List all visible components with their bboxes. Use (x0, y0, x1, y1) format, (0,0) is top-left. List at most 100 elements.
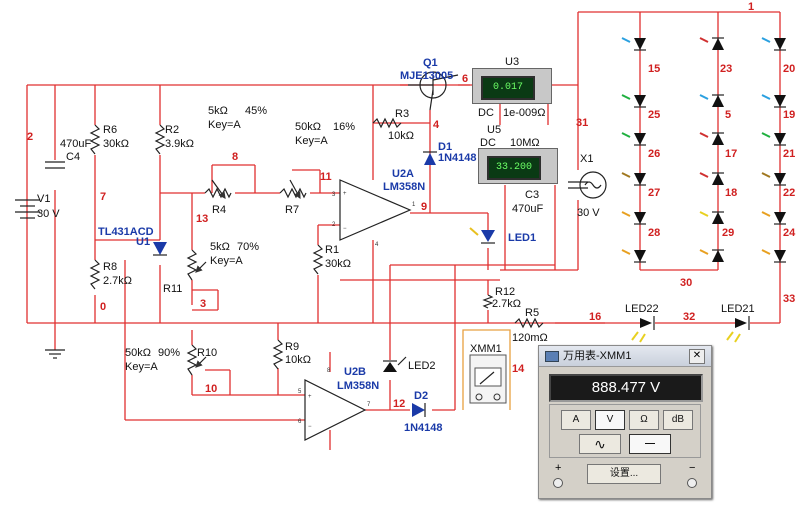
potentiometer-r10 (186, 344, 198, 376)
svg-text:18: 18 (725, 187, 737, 199)
svg-text:0: 0 (100, 301, 106, 313)
svg-text:U3: U3 (505, 56, 519, 68)
svg-text:50kΩ: 50kΩ (125, 347, 151, 359)
svg-text:120mΩ: 120mΩ (512, 332, 548, 344)
svg-text:D2: D2 (414, 390, 428, 402)
svg-text:30 V: 30 V (37, 208, 60, 220)
led-led1[interactable] (469, 227, 495, 244)
mode-button-ohm[interactable]: Ω (629, 410, 659, 430)
diode-d1[interactable] (423, 151, 437, 165)
svg-text:16: 16 (589, 311, 601, 323)
svg-text:6: 6 (462, 73, 468, 85)
svg-text:R8: R8 (103, 261, 117, 273)
mode-button-a[interactable]: A (561, 410, 591, 430)
svg-text:MJE13005: MJE13005 (400, 70, 453, 82)
svg-text:LM358N: LM358N (337, 380, 379, 392)
window-title-bar[interactable]: 万用表-XMM1 (539, 346, 711, 367)
led-column-left (621, 37, 646, 263)
svg-text:TL431ACD: TL431ACD (98, 226, 154, 238)
svg-text:R3: R3 (395, 108, 409, 120)
svg-text:DC: DC (478, 107, 494, 119)
svg-text:LED2: LED2 (408, 360, 436, 372)
svg-text:LM358N: LM358N (383, 181, 425, 193)
svg-text:R12: R12 (495, 286, 515, 298)
dc-mode-button[interactable]: — (629, 434, 671, 454)
led-array (621, 37, 786, 263)
svg-text:70%: 70% (237, 241, 259, 253)
multimeter-window[interactable]: 万用表-XMM1 ✕ 888.477 V A V Ω dB ∿ — 设置... … (538, 345, 712, 499)
svg-text:29: 29 (722, 227, 734, 239)
svg-text:Q1: Q1 (423, 57, 438, 69)
battery-v1[interactable] (15, 199, 40, 219)
settings-button[interactable]: 设置... (587, 464, 661, 484)
lamp-x1[interactable] (579, 171, 607, 199)
svg-text:13: 13 (196, 213, 208, 225)
svg-text:15: 15 (648, 63, 660, 75)
resistor-r12 (482, 294, 494, 309)
resistor-r6 (89, 124, 101, 155)
svg-text:R6: R6 (103, 124, 117, 136)
svg-text:2.7kΩ: 2.7kΩ (492, 298, 521, 310)
svg-text:LED1: LED1 (508, 232, 536, 244)
meter-u5[interactable]: 33.200 (478, 148, 558, 184)
mode-button-v[interactable]: V (595, 410, 625, 430)
resistor-r5 (514, 317, 544, 329)
svg-text:1: 1 (748, 1, 754, 13)
transistor-q1[interactable] (408, 71, 459, 111)
svg-text:19: 19 (783, 109, 795, 121)
component-labels: V1 30 V 470uF C4 R6 30kΩ R8 2.7kΩ R2 3.9… (37, 56, 755, 434)
capacitor-c4[interactable] (45, 161, 65, 169)
svg-text:R1: R1 (325, 244, 339, 256)
zener-regulator-u1[interactable] (153, 242, 167, 256)
svg-text:R9: R9 (285, 341, 299, 353)
svg-text:Key=A: Key=A (208, 119, 241, 131)
svg-text:470uF: 470uF (512, 203, 543, 215)
diode-d2[interactable] (412, 403, 426, 417)
close-button[interactable]: ✕ (689, 349, 705, 364)
opamp-u2a[interactable]: + − (339, 179, 412, 241)
svg-text:−: − (343, 226, 347, 232)
meter-u3[interactable]: 0.017 (472, 68, 552, 104)
window-title: 万用表-XMM1 (563, 350, 632, 362)
svg-text:10kΩ: 10kΩ (388, 130, 414, 142)
svg-text:+: + (343, 191, 347, 197)
svg-text:V1: V1 (37, 193, 50, 205)
svg-text:26: 26 (648, 148, 660, 160)
svg-text:16%: 16% (333, 121, 355, 133)
svg-text:U2A: U2A (392, 168, 414, 180)
svg-text:DC: DC (480, 137, 496, 149)
svg-text:12: 12 (393, 398, 405, 410)
svg-text:−: − (308, 424, 312, 430)
svg-text:R10: R10 (197, 347, 217, 359)
ground-symbol (45, 349, 65, 359)
node-numbers: 1 2 3 4 5 6 7 8 9 10 11 12 13 14 15 16 1… (27, 1, 796, 410)
multimeter-xmm1-symbol[interactable] (469, 354, 507, 404)
svg-text:33: 33 (783, 293, 795, 305)
svg-text:1: 1 (412, 202, 416, 208)
led-led21[interactable] (726, 316, 750, 343)
probe-wires (462, 329, 511, 410)
svg-text:3: 3 (200, 298, 206, 310)
svg-text:28: 28 (648, 227, 660, 239)
svg-text:14: 14 (512, 363, 525, 375)
led-led2[interactable] (383, 356, 407, 372)
capacitor-c3[interactable] (568, 181, 588, 189)
meter-u3-reading: 0.017 (481, 76, 535, 100)
ac-mode-button[interactable]: ∿ (579, 434, 621, 454)
led-column-middle (699, 37, 724, 262)
svg-text:8: 8 (232, 151, 238, 163)
minus-terminal[interactable] (687, 478, 697, 488)
plus-terminal[interactable] (553, 478, 563, 488)
svg-text:10: 10 (205, 383, 217, 395)
svg-text:Key=A: Key=A (210, 255, 243, 267)
led-led22[interactable] (631, 316, 655, 343)
svg-text:25: 25 (648, 109, 660, 121)
svg-text:23: 23 (720, 63, 732, 75)
plus-terminal-label: + (555, 462, 562, 474)
resistor-r3 (372, 117, 402, 129)
resistor-r8 (89, 259, 101, 290)
mode-button-db[interactable]: dB (663, 410, 693, 430)
opamp-u2b[interactable]: + − (304, 379, 367, 441)
meter-u5-reading: 33.200 (487, 156, 541, 180)
